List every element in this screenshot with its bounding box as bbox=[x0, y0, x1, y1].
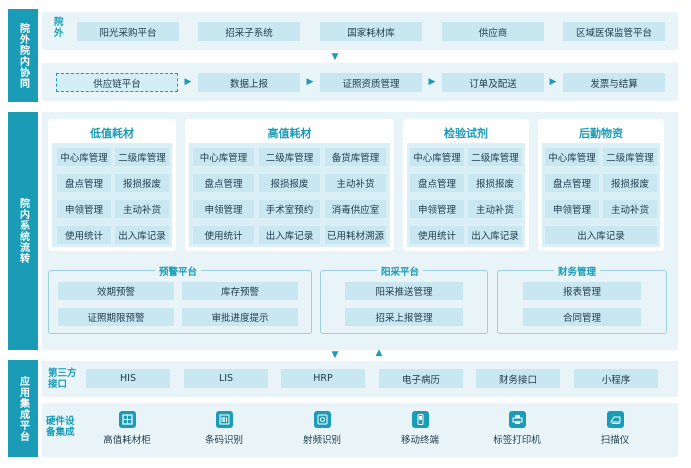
card-cell: 申领管理 bbox=[193, 200, 254, 218]
card-cell: 已用耗材溯源 bbox=[325, 226, 386, 244]
card-cell: 出入库记录 bbox=[259, 226, 320, 244]
platform-cell: 证照期限预警 bbox=[58, 308, 174, 326]
outside-item: 阳光采购平台 bbox=[77, 22, 179, 41]
card-cell: 主动补货 bbox=[468, 200, 522, 218]
card-cell: 盘点管理 bbox=[410, 174, 464, 192]
card-cell: 二级库管理 bbox=[259, 148, 320, 166]
card-cell: 使用统计 bbox=[193, 226, 254, 244]
hardware-item: 高值耗材柜 bbox=[94, 411, 160, 446]
sunshine-platform-title: 阳采平台 bbox=[377, 264, 424, 278]
card-cell: 申领管理 bbox=[57, 200, 111, 218]
platform-cell: 报表管理 bbox=[523, 282, 641, 300]
interface-item: LIS bbox=[184, 369, 268, 388]
card-cell: 使用统计 bbox=[57, 226, 111, 244]
card-cell: 二级库管理 bbox=[115, 148, 169, 166]
card-cell: 盘点管理 bbox=[193, 174, 254, 192]
arrow-down-icon: ▼ bbox=[331, 350, 339, 360]
card-cell: 中心库管理 bbox=[545, 148, 599, 166]
cabinet-icon bbox=[118, 411, 136, 428]
card-cell: 盘点管理 bbox=[545, 174, 599, 192]
platform-cell: 招采上报管理 bbox=[345, 308, 463, 326]
card-cell: 主动补货 bbox=[115, 200, 169, 218]
interfaces-label: 第三方接口 bbox=[48, 368, 77, 390]
hardware-item: 条码识别 bbox=[191, 411, 257, 446]
card-title: 低值耗材 bbox=[90, 127, 134, 140]
outside-item: 供应商 bbox=[442, 22, 544, 41]
card-cell: 二级库管理 bbox=[603, 148, 657, 166]
platform-cell: 阳采推送管理 bbox=[345, 282, 463, 300]
card-cell: 中心库管理 bbox=[410, 148, 464, 166]
outside-item: 区域医保监管平台 bbox=[563, 22, 665, 41]
barcode-icon bbox=[215, 411, 233, 428]
supply-chain-platform: 供应链平台 bbox=[56, 73, 178, 92]
card-cell: 申领管理 bbox=[545, 200, 599, 218]
hardware-label-text: 标签打印机 bbox=[493, 435, 541, 446]
card-cell: 报损报废 bbox=[468, 174, 522, 192]
label-printer-icon bbox=[508, 411, 526, 428]
hardware-label-text: 射频识别 bbox=[302, 435, 341, 446]
card-title: 后勤物资 bbox=[579, 127, 623, 140]
arrow-right-icon: ▶ bbox=[428, 77, 436, 87]
card-cell: 中心库管理 bbox=[193, 148, 254, 166]
interface-item: HIS bbox=[86, 369, 170, 388]
outside-item: 招采子系统 bbox=[198, 22, 300, 41]
chain-item: 证照资质管理 bbox=[320, 73, 422, 92]
card-cell: 出入库记录 bbox=[468, 226, 522, 244]
card-title: 检验试剂 bbox=[444, 127, 488, 140]
arrow-right-icon: ▶ bbox=[184, 77, 192, 87]
interface-item: 财务接口 bbox=[476, 369, 560, 388]
interface-item: HRP bbox=[281, 369, 365, 388]
card-cell: 消毒供应室 bbox=[325, 200, 386, 218]
hardware-item: 移动终端 bbox=[387, 411, 453, 446]
section-label-integration: 应用集成平台 bbox=[8, 360, 38, 457]
platform-cell: 审批进度提示 bbox=[182, 308, 298, 326]
section-label-internal-flow: 院内系统流转 bbox=[8, 112, 38, 350]
card-cell: 申领管理 bbox=[410, 200, 464, 218]
card-cell: 出入库记录 bbox=[545, 226, 657, 244]
platform-cell: 合同管理 bbox=[523, 308, 641, 326]
hardware-band bbox=[42, 403, 678, 457]
arrow-down-icon: ▼ bbox=[331, 52, 339, 62]
hardware-label-text: 条码识别 bbox=[204, 435, 243, 446]
hardware-label-text: 移动终端 bbox=[400, 435, 439, 446]
card-cell: 主动补货 bbox=[603, 200, 657, 218]
mobile-terminal-icon bbox=[411, 411, 429, 428]
hardware-label: 硬件设备集成 bbox=[46, 416, 75, 438]
hardware-item: 标签打印机 bbox=[484, 411, 550, 446]
card-cell: 盘点管理 bbox=[57, 174, 111, 192]
interface-item: 电子病历 bbox=[379, 369, 463, 388]
card-cell: 使用统计 bbox=[410, 226, 464, 244]
hardware-item: 扫描仪 bbox=[582, 411, 648, 446]
card-cell: 手术室预约 bbox=[259, 200, 320, 218]
hardware-label-text: 扫描仪 bbox=[600, 435, 630, 446]
card-cell: 中心库管理 bbox=[57, 148, 111, 166]
platform-cell: 库存预警 bbox=[182, 282, 298, 300]
card-cell: 备货库管理 bbox=[325, 148, 386, 166]
hardware-label-text: 高值耗材柜 bbox=[103, 435, 151, 446]
card-cell: 报损报废 bbox=[259, 174, 320, 192]
card-cell: 主动补货 bbox=[325, 174, 386, 192]
arrow-up-icon: ▲ bbox=[375, 348, 383, 358]
card-title: 高值耗材 bbox=[267, 127, 312, 140]
arrow-right-icon: ▶ bbox=[306, 77, 314, 87]
card-cell: 报损报废 bbox=[115, 174, 169, 192]
card-cell: 二级库管理 bbox=[468, 148, 522, 166]
section-label-collaboration: 院外院内协同 bbox=[8, 9, 38, 102]
chain-item: 数据上报 bbox=[198, 73, 300, 92]
card-cell: 报损报废 bbox=[603, 174, 657, 192]
scanner-icon bbox=[606, 411, 624, 428]
card-cell: 出入库记录 bbox=[115, 226, 169, 244]
outside-label: 院外 bbox=[54, 17, 64, 39]
interface-item: 小程序 bbox=[574, 369, 658, 388]
rfid-icon bbox=[313, 411, 331, 428]
finance-platform-title: 财务管理 bbox=[554, 264, 601, 278]
hardware-item: 射频识别 bbox=[289, 411, 355, 446]
arrow-right-icon: ▶ bbox=[549, 77, 557, 87]
outside-item: 国家耗材库 bbox=[320, 22, 422, 41]
warning-platform-title: 预警平台 bbox=[155, 264, 202, 278]
chain-item: 订单及配送 bbox=[442, 73, 544, 92]
chain-item: 发票与结算 bbox=[563, 73, 665, 92]
platform-cell: 效期预警 bbox=[58, 282, 174, 300]
